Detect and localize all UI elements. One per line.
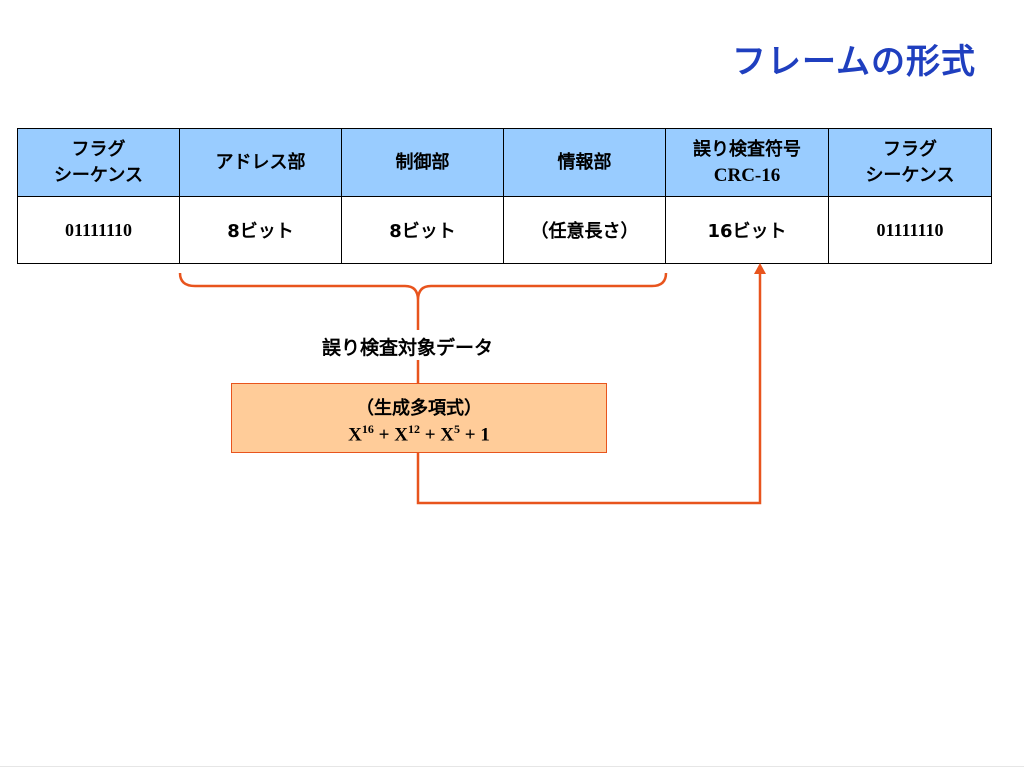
frame-format-table: フラグ シーケンス アドレス部 制御部 情報部 誤り検査符号 CRC-16 フラ… bbox=[17, 128, 992, 264]
frame-value-row: 01111110 8ビット 8ビット （任意長さ） 16ビット 01111110 bbox=[17, 196, 992, 264]
generator-label: （生成多項式） bbox=[356, 398, 482, 419]
plus-operator: + bbox=[464, 424, 476, 446]
frame-header-row: フラグ シーケンス アドレス部 制御部 情報部 誤り検査符号 CRC-16 フラ… bbox=[17, 128, 992, 197]
term-base: X bbox=[394, 424, 408, 446]
term-base: X bbox=[348, 424, 362, 446]
error-target-label: 誤り検査対象データ bbox=[322, 337, 494, 359]
arrow-head-icon bbox=[754, 263, 766, 274]
value-information: （任意長さ） bbox=[503, 196, 666, 264]
term-base: X bbox=[440, 424, 455, 446]
header-information: 情報部 bbox=[503, 128, 666, 197]
constant-term: 1 bbox=[480, 424, 490, 446]
error-target-brace bbox=[178, 272, 668, 301]
term-exponent: 16 bbox=[361, 422, 374, 436]
generator-expression: X16 + X12 + X5 + 1 bbox=[232, 422, 606, 446]
value-crc: 16ビット bbox=[665, 196, 829, 264]
plus-operator: + bbox=[378, 424, 390, 446]
footer-divider bbox=[0, 766, 1024, 767]
page-title: フレームの形式 bbox=[732, 42, 976, 82]
header-crc: 誤り検査符号 CRC-16 bbox=[665, 128, 829, 197]
value-flag-end: 01111110 bbox=[828, 196, 992, 264]
plus-operator: + bbox=[424, 424, 436, 446]
header-flag-end: フラグ シーケンス bbox=[828, 128, 992, 197]
term-exponent: 5 bbox=[454, 422, 461, 436]
header-control: 制御部 bbox=[341, 128, 504, 197]
term-exponent: 12 bbox=[407, 422, 420, 436]
generator-polynomial-box: （生成多項式） X16 + X12 + X5 + 1 bbox=[231, 383, 607, 453]
header-flag-start: フラグ シーケンス bbox=[17, 128, 180, 197]
generator-to-crc-arrow bbox=[416, 272, 762, 505]
value-flag-start: 01111110 bbox=[17, 196, 180, 264]
